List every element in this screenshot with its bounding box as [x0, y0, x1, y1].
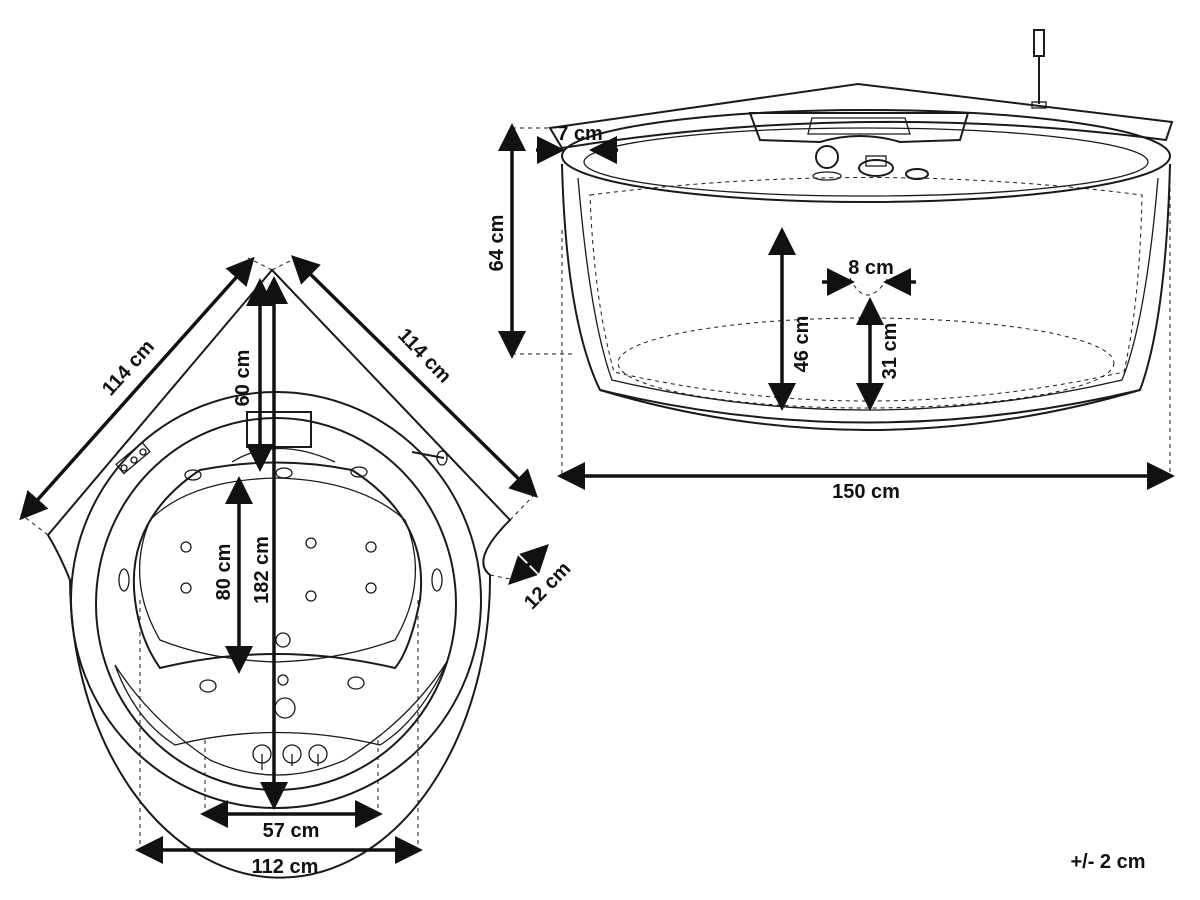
label-edge-right: 114 cm: [393, 324, 455, 387]
dim-arrow-rim: [508, 544, 549, 585]
label-rim-width: 7 cm: [557, 123, 603, 145]
jet: [347, 676, 365, 690]
jet: [275, 467, 293, 479]
seat-contour: [138, 477, 417, 663]
jet: [180, 541, 192, 553]
label-outlet-height: 31 cm: [879, 323, 901, 380]
drain-cap: [274, 697, 296, 719]
label-edge-left: 114 cm: [98, 336, 159, 400]
label-height: 64 cm: [486, 215, 508, 272]
jet: [277, 674, 289, 686]
inner-basin-outline: [589, 177, 1143, 402]
label-length: 150 cm: [832, 481, 900, 503]
jet: [118, 568, 130, 592]
side-faucet: [1031, 29, 1047, 109]
outlet-circle: [849, 277, 889, 296]
jet: [365, 541, 377, 553]
side-view: 7 cm 64 cm 8 cm 46 cm 31 cm 150 cm: [486, 29, 1175, 503]
headrest-curve: [231, 447, 336, 463]
tub-body: [561, 163, 1171, 431]
top-view: 114 cm 114 cm 60 cm 182 cm 80 cm 12 cm 5…: [19, 255, 575, 879]
label-inner-depth: 46 cm: [791, 316, 813, 373]
lower-seat-contour: [114, 659, 449, 776]
jet: [431, 568, 443, 592]
inner-basin-floor: [617, 317, 1115, 409]
label-inner-width: 80 cm: [213, 544, 235, 601]
jet: [365, 582, 377, 594]
control-knobs: [252, 744, 328, 770]
jet: [305, 590, 317, 602]
side-headrest: [748, 112, 970, 144]
label-overall-width: 112 cm: [252, 856, 319, 878]
label-diagonal: 182 cm: [251, 536, 273, 604]
label-seat-width: 57 cm: [263, 820, 320, 842]
tub-rim-inner-edge: [583, 127, 1149, 197]
corner-back-panel: [548, 82, 1174, 150]
label-headrest-depth: 60 cm: [232, 350, 254, 407]
tub-basin: [132, 461, 423, 670]
drain: [275, 632, 291, 648]
dim-arrow-edge-right: [291, 255, 538, 498]
label-outlet: 8 cm: [848, 257, 894, 279]
jet: [199, 679, 217, 693]
jet: [305, 537, 317, 549]
jet: [180, 582, 192, 594]
side-controls: [812, 145, 929, 181]
dim-arrow-edge-left: [19, 256, 255, 521]
tolerance-note: +/- 2 cm: [1070, 851, 1145, 873]
